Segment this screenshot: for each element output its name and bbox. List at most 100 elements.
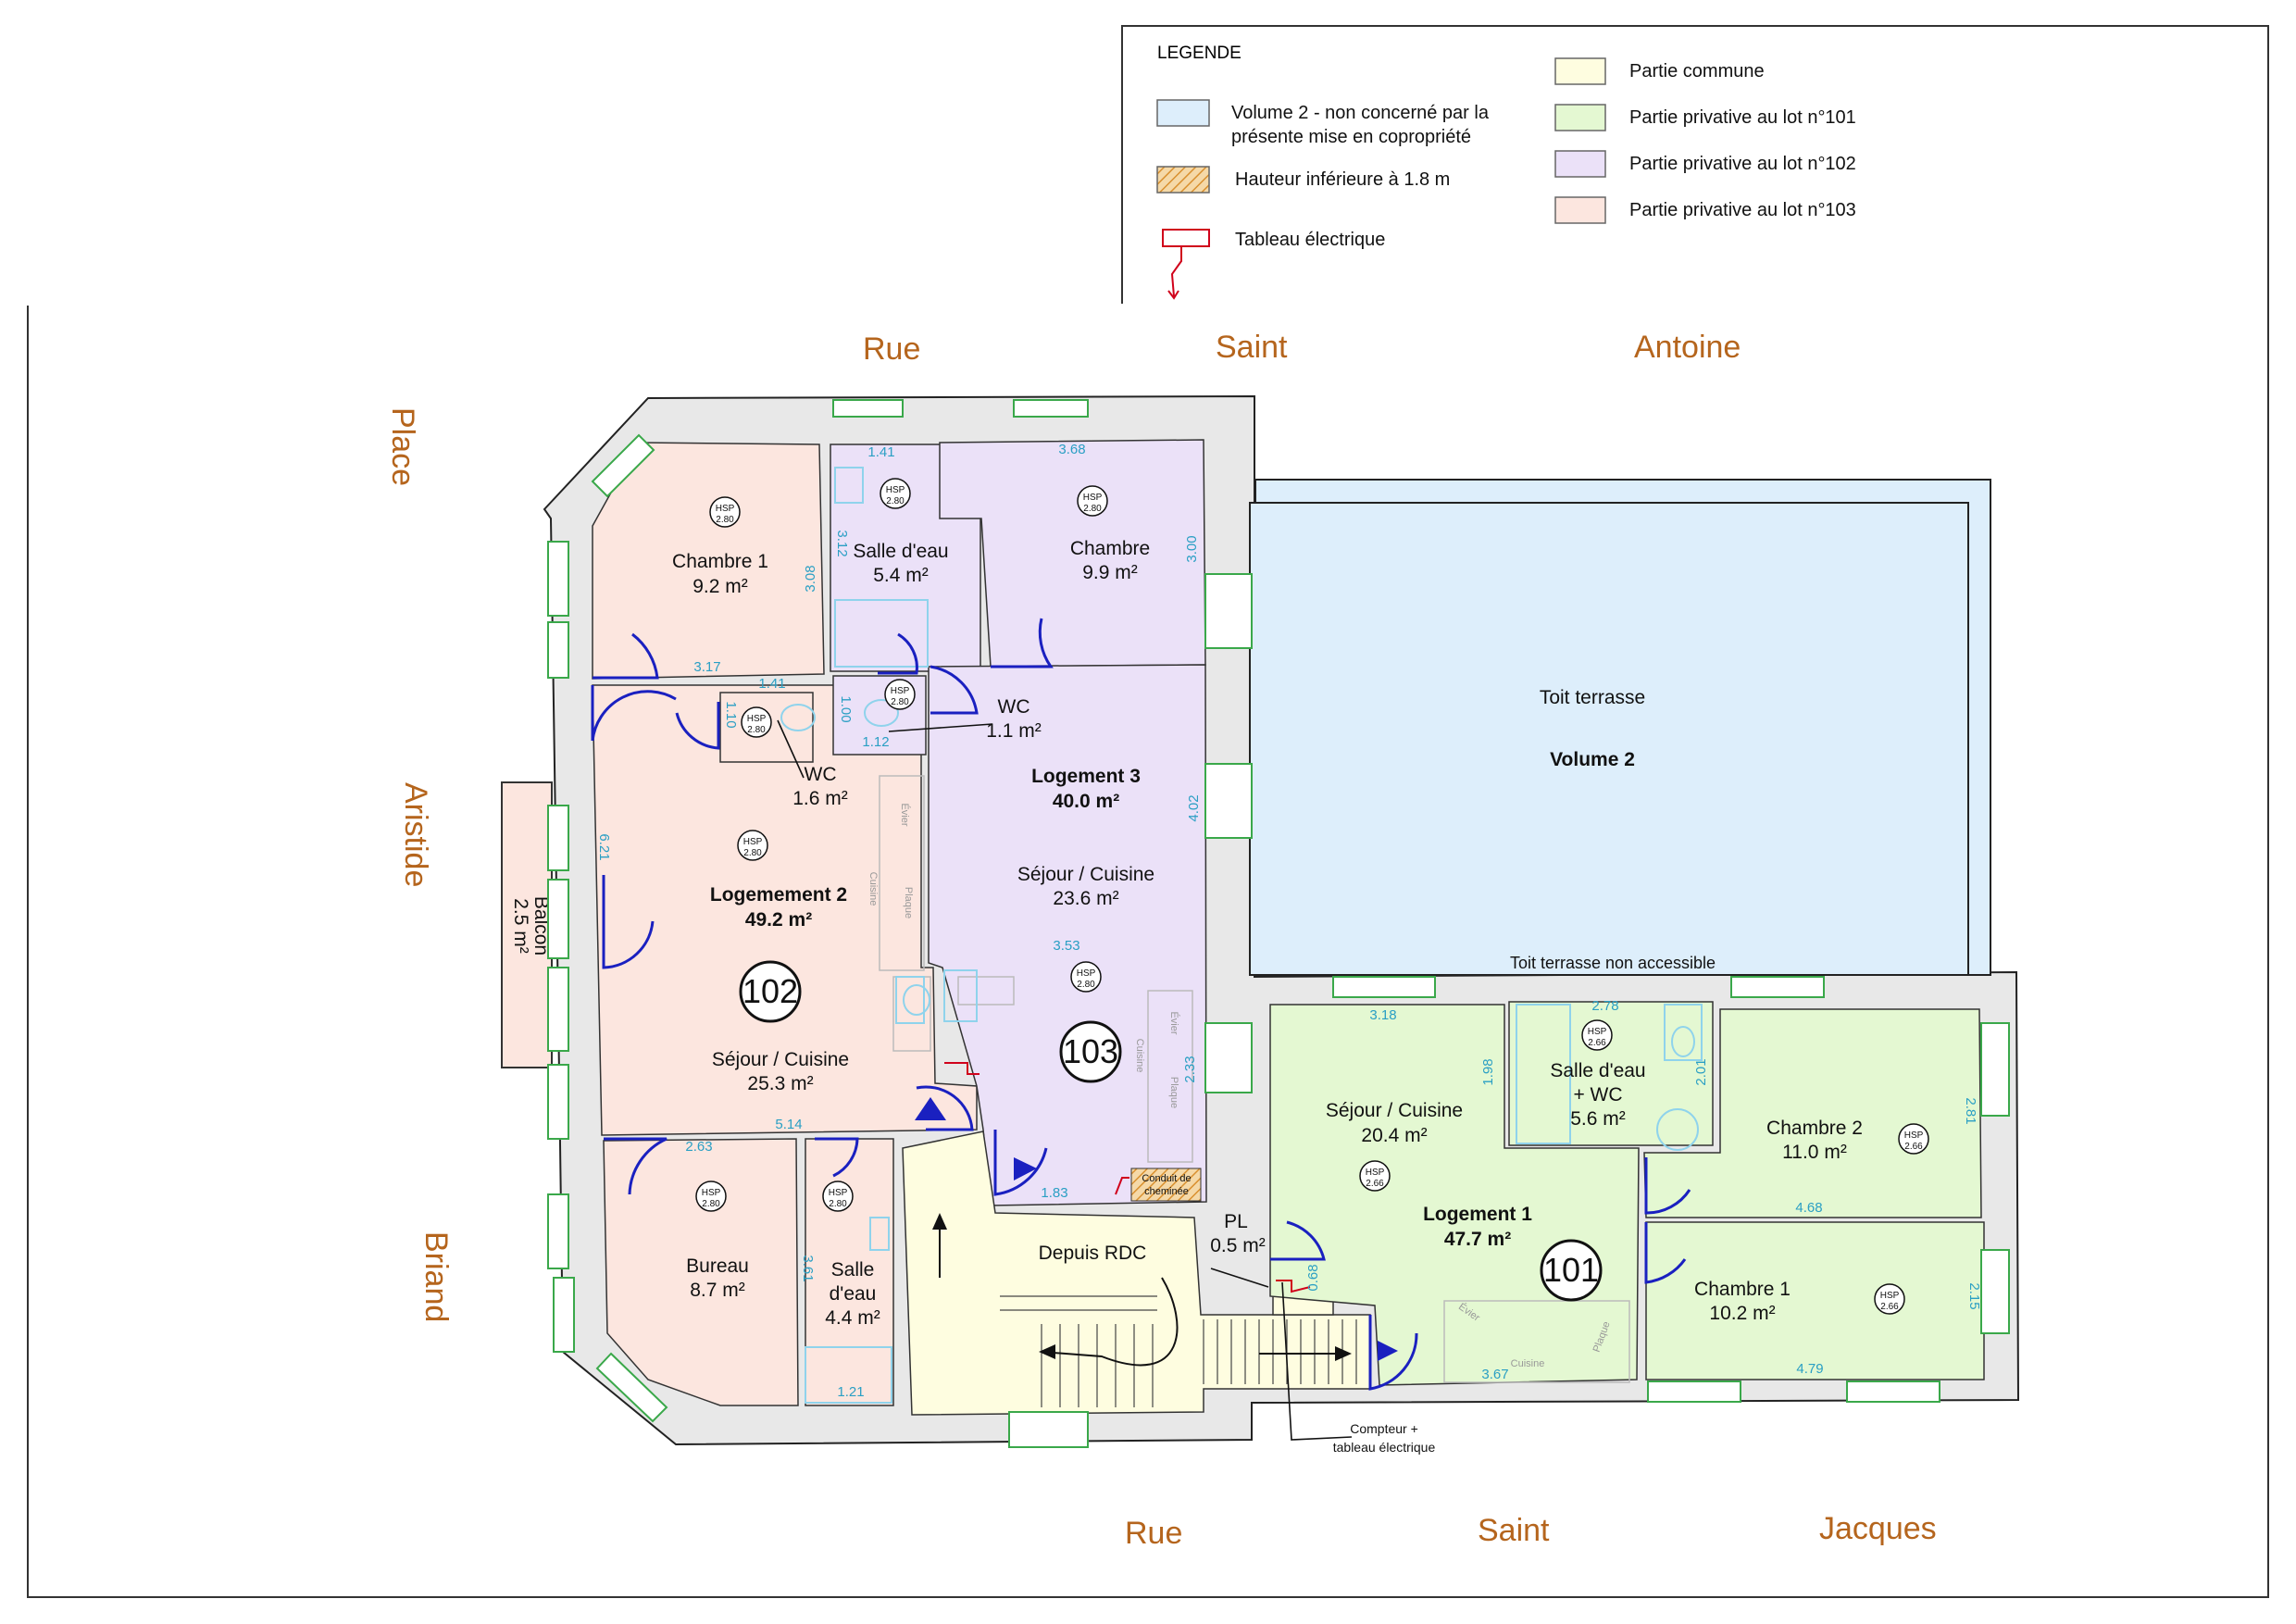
cuisine-103: Cuisine [1134, 1039, 1145, 1073]
hsp-4: HSP [891, 686, 910, 696]
sejour-103-area: 23.6 m² [1053, 888, 1118, 909]
sejour-cuisine-103 [928, 664, 1207, 1206]
sejour-101-name: Séjour / Cuisine [1326, 1100, 1463, 1121]
logement3-area: 40.0 m² [1053, 791, 1119, 812]
dim-3-08: 3.08 [803, 565, 818, 592]
conduit-label-1: Conduit de [1142, 1173, 1191, 1184]
street-top-1: Rue [863, 331, 920, 367]
stair-arrow-curve [1041, 1277, 1179, 1367]
pl-area: 0.5 m² [1210, 1235, 1266, 1256]
sejour-101-area: 20.4 m² [1361, 1125, 1427, 1146]
hsp-11v: 2.66 [1588, 1038, 1606, 1048]
legend-label-101: Partie privative au lot n°101 [1629, 107, 1856, 128]
dim-2-63: 2.63 [685, 1139, 712, 1155]
chambre-103-area: 9.9 m² [1082, 562, 1138, 583]
pl-name: PL [1224, 1211, 1248, 1232]
sejour-103 [592, 684, 978, 1136]
hsp-3: HSP [1083, 493, 1103, 503]
salle-eau-101-area: 5.6 m² [1570, 1108, 1626, 1130]
conduit-label-2: cheminée [1144, 1186, 1189, 1197]
toit-sub: Volume 2 [1550, 749, 1635, 770]
salle-eau-101-name2: + WC [1573, 1084, 1622, 1106]
hsp-13: HSP [1880, 1291, 1900, 1301]
dim-4-68: 4.68 [1795, 1200, 1822, 1216]
toit-na-label: Toit terrasse non accessible [1510, 954, 1716, 972]
cuisine-102: Cuisine [867, 872, 879, 906]
dim-3-17: 3.17 [693, 659, 720, 675]
dim-5-14: 5.14 [775, 1117, 802, 1132]
dim-1-10: 1.10 [723, 701, 739, 728]
bathroom-fixtures [780, 467, 1703, 1404]
hsp-8: HSP [702, 1188, 721, 1198]
doors [591, 618, 1691, 1391]
street-left-2: Aristide [398, 782, 433, 887]
compteur-label-2: tableau électrique [1333, 1440, 1436, 1455]
wc-103-name: WC [998, 696, 1030, 718]
lot-circles [739, 960, 1603, 1302]
logement2-area: 49.2 m² [745, 909, 812, 931]
door-arrows [915, 1097, 1398, 1361]
legend-swatch-103 [1554, 196, 1606, 224]
windows [547, 399, 2010, 1448]
bureau [603, 1138, 799, 1406]
legend-label-low-height: Hauteur inférieure à 1.8 m [1235, 169, 1450, 190]
hsp-7v: 2.80 [1077, 980, 1095, 990]
sejour-103-name: Séjour / Cuisine [1017, 864, 1154, 885]
hsp-13v: 2.66 [1880, 1302, 1899, 1312]
dim-2-15: 2.15 [1966, 1282, 1982, 1309]
street-left-3: Briand [418, 1231, 454, 1322]
kitchen-fixtures [879, 775, 1193, 1163]
street-top-2: Saint [1216, 330, 1288, 365]
chambre2-101-area: 11.0 m² [1782, 1142, 1847, 1163]
hsp-3v: 2.80 [1083, 504, 1102, 514]
hsp-11: HSP [1588, 1027, 1607, 1037]
leader-lines [777, 719, 1353, 1441]
salle-eau-102-name: Salle [831, 1259, 875, 1280]
street-top-3: Antoine [1634, 330, 1741, 365]
salle-eau-102-name2: d'eau [830, 1283, 877, 1305]
bureau-area: 8.7 m² [690, 1280, 745, 1301]
salle-eau-102 [805, 1138, 894, 1406]
balcon [501, 781, 553, 1068]
chambre1-101-area: 10.2 m² [1709, 1303, 1775, 1324]
drawing-frame [27, 306, 2269, 1598]
hsp-1: HSP [716, 504, 735, 514]
dim-1-00: 1.00 [838, 695, 854, 722]
hsp-labels: HSP 2.80 HSP 2.80 HSP 2.80 HSP 2.80 HSP … [702, 485, 1924, 1312]
lot-101-number: 101 [1543, 1251, 1599, 1289]
salle-eau-101 [1508, 1001, 1714, 1146]
plaque-103: Plaque [1168, 1077, 1179, 1108]
dim-3-00: 3.00 [1184, 535, 1200, 562]
hsp-6: HSP [743, 837, 763, 847]
stair-treads [1000, 1295, 1357, 1407]
sejour-cuisine-101 [1269, 1004, 1640, 1386]
kitchen-counter-101 [1443, 1300, 1630, 1383]
legend-title: LEGENDE [1157, 44, 1242, 63]
dim-1-12: 1.12 [862, 734, 889, 750]
street-left-1: Place [385, 407, 420, 486]
chambre1-101-name: Chambre 1 [1694, 1279, 1791, 1300]
volume2: Toit terrasse Volume 2 Toit terrasse non… [1249, 479, 1991, 976]
sejour-102-area: 25.3 m² [747, 1073, 813, 1094]
dim-2-01: 2.01 [1693, 1058, 1709, 1085]
logement3-name: Logement 3 [1031, 766, 1141, 787]
dim-3-68: 3.68 [1058, 442, 1085, 457]
plaque-102: Plaque [903, 887, 914, 918]
hsp-12v: 2.66 [1904, 1142, 1923, 1152]
compteur-label-1: Compteur + [1350, 1421, 1418, 1436]
wc-103-area: 1.1 m² [986, 720, 1042, 742]
dim-2-78: 2.78 [1591, 998, 1618, 1014]
hsp-5: HSP [747, 714, 767, 724]
legend-label-volume2-line2: présente mise en copropriété [1231, 127, 1471, 147]
hsp-6v: 2.80 [743, 848, 762, 858]
wc-102-area: 1.6 m² [792, 788, 848, 809]
hsp-5v: 2.80 [747, 725, 766, 735]
dim-6-21: 6.21 [596, 833, 612, 860]
salle-eau-101-name: Salle d'eau [1550, 1060, 1645, 1081]
cuisine-101: Cuisine [1511, 1358, 1545, 1369]
hsp-2v: 2.80 [886, 496, 905, 506]
salle-eau-103-area: 5.4 m² [873, 565, 929, 586]
chambre2-101-name: Chambre 2 [1766, 1118, 1863, 1139]
depuis-rdc-label: Depuis RDC [1039, 1243, 1147, 1264]
